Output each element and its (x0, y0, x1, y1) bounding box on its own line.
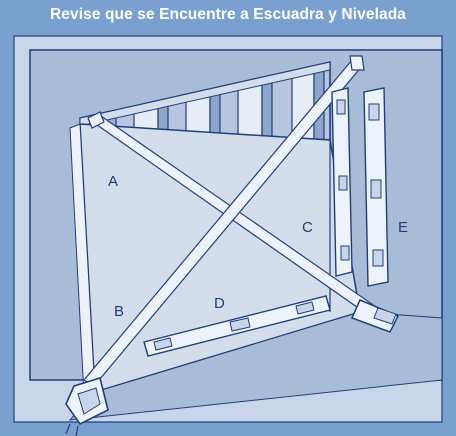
level-d (143, 295, 331, 357)
tape-hook (87, 111, 105, 129)
level-vial (370, 179, 382, 199)
level-vial (372, 249, 384, 267)
level-vial (338, 175, 348, 191)
level-vial (295, 301, 315, 315)
level-c (331, 87, 353, 277)
level-vial (229, 317, 251, 332)
tape-hook (349, 55, 365, 71)
label-c: C (302, 219, 313, 236)
tape-measure-a (87, 111, 400, 333)
tape-measure-b (65, 55, 365, 436)
label-e: E (398, 219, 408, 236)
diagram-title: Revise que se Encuentre a Escuadra y Niv… (49, 6, 406, 23)
level-e (363, 87, 389, 287)
level-vial (336, 99, 346, 115)
level-vial (153, 337, 173, 351)
label-a: A (108, 173, 118, 190)
level-vial (340, 245, 350, 261)
tape-measure-icon (65, 376, 109, 436)
tape-measure-icon (350, 299, 400, 333)
label-d: D (214, 295, 225, 312)
level-vial (368, 103, 380, 121)
label-b: B (114, 303, 124, 320)
